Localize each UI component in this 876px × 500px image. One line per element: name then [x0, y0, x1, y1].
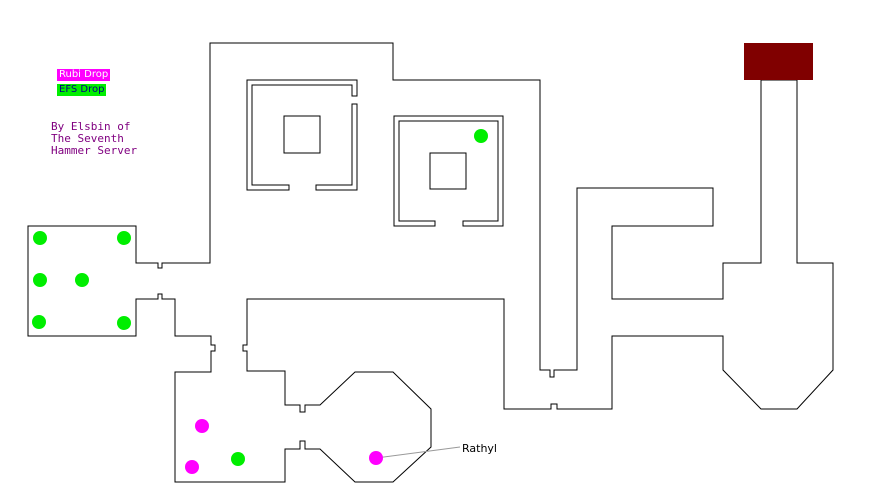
efs-drop-marker — [117, 231, 131, 245]
left-room-wall — [27, 42, 834, 483]
rathyl-label: Rathyl — [462, 442, 497, 455]
credit-line: By Elsbin of — [51, 120, 131, 133]
inner-wall-c — [393, 115, 504, 227]
efs-drop-marker — [474, 129, 488, 143]
inner-wall-b — [315, 103, 358, 191]
pillar-b — [429, 152, 467, 190]
pillar-a — [283, 115, 321, 154]
credit-line: Hammer Server — [51, 144, 138, 157]
efs-drop-marker — [75, 273, 89, 287]
rathyl-pointer-line — [375, 446, 461, 459]
rubi-drop-marker — [195, 419, 209, 433]
rubi-drop-marker — [369, 451, 383, 465]
efs-drop-marker — [117, 316, 131, 330]
credit-line: The Seventh — [51, 132, 124, 145]
exit-block — [744, 43, 813, 80]
rubi-drop-marker — [185, 460, 199, 474]
legend-rubi-drop: Rubi Drop — [57, 69, 111, 81]
efs-drop-marker — [32, 315, 46, 329]
efs-drop-marker — [33, 231, 47, 245]
inner-wall-a — [246, 79, 358, 191]
efs-drop-marker — [231, 452, 245, 466]
efs-drop-marker — [33, 273, 47, 287]
legend-efs-drop: EFS Drop — [57, 84, 107, 96]
